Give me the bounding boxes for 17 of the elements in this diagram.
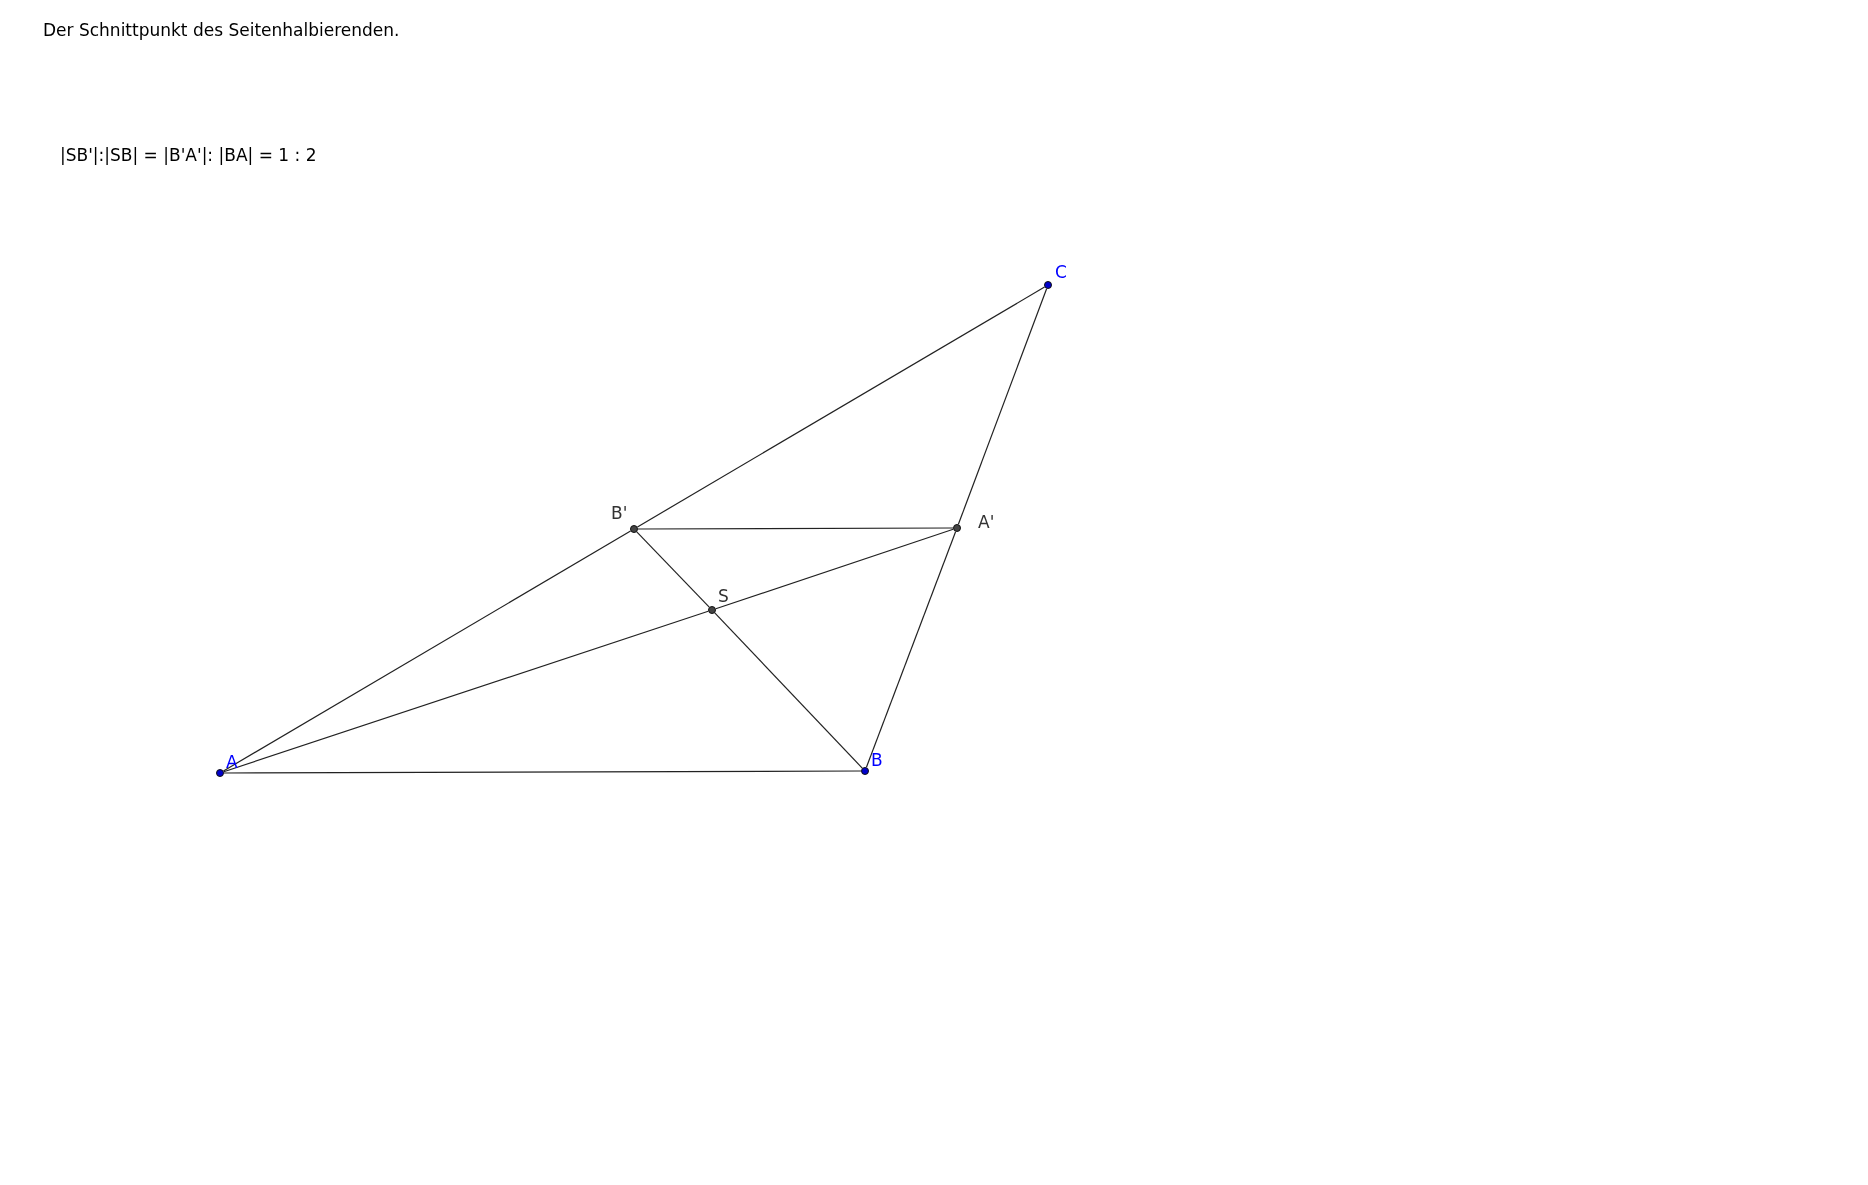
point-label: S bbox=[718, 588, 729, 605]
title: Der Schnittpunkt des Seitenhalbierenden. bbox=[43, 20, 400, 40]
line-segment bbox=[636, 531, 710, 608]
line-segment bbox=[636, 286, 1046, 528]
line-segment bbox=[715, 528, 954, 610]
point-label: A' bbox=[978, 514, 995, 531]
ratio-formula: |SB'|:|SB| = |B'A'|: |BA| = 1 : 2 bbox=[60, 145, 317, 165]
line-segment bbox=[865, 531, 957, 768]
line-segment bbox=[714, 612, 863, 769]
line-segment bbox=[223, 610, 709, 773]
point-label: C bbox=[1055, 264, 1067, 281]
line-segment bbox=[222, 530, 632, 772]
line-segment bbox=[223, 770, 862, 774]
line-segment bbox=[637, 527, 954, 530]
point-label: B' bbox=[611, 505, 628, 522]
point-label: B bbox=[871, 752, 883, 769]
line-segment bbox=[957, 288, 1048, 525]
